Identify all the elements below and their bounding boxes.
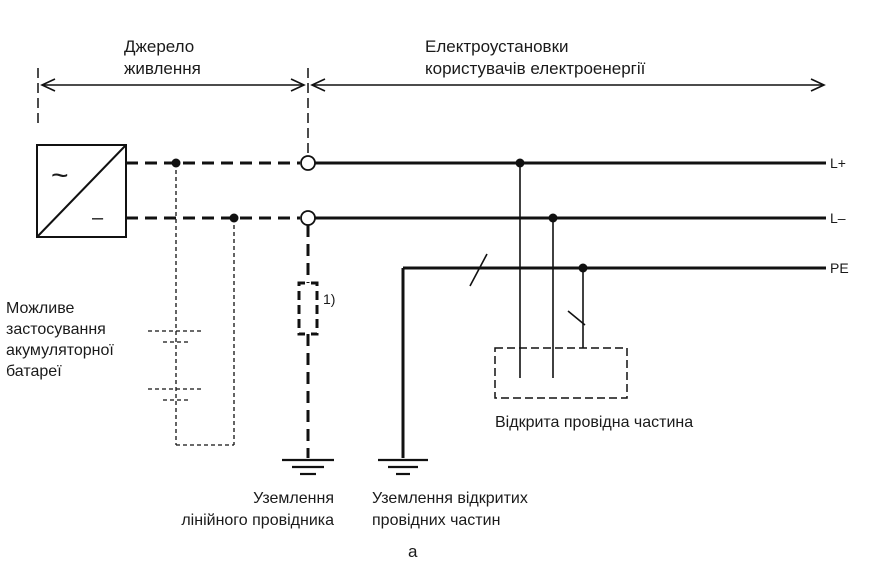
ac-dc-converter: ~ – xyxy=(36,144,127,238)
source-label-line2: живлення xyxy=(124,59,201,78)
battery-note-line2: застосування xyxy=(6,321,106,338)
battery-cell-lower xyxy=(148,388,204,401)
exposed-grounding-label-line1: Уземлення відкритих xyxy=(372,490,528,507)
junction-dot-pe xyxy=(578,263,588,273)
battery-note-line1: Можливе xyxy=(6,300,75,317)
line-grounding-earth-symbol xyxy=(282,458,334,476)
battery-wiring xyxy=(175,163,235,446)
exposed-part-tick xyxy=(567,310,586,326)
ac-symbol: ~ xyxy=(51,159,69,192)
battery-note-line3: акумуляторної xyxy=(6,342,114,359)
footnote-mark: 1) xyxy=(323,291,335,307)
pe-conductor-label: PE xyxy=(830,260,849,276)
junction-dot-positive xyxy=(515,158,525,168)
dc-symbol: – xyxy=(92,207,104,229)
figure-label: а xyxy=(408,542,418,561)
positive-conductor-label: L+ xyxy=(830,155,846,171)
exposed-part-label: Відкрита провідна частина xyxy=(495,414,693,431)
installations-label-line2: користувачів електроенергії xyxy=(425,59,646,78)
line-grounding-label-line1: Уземлення xyxy=(253,490,334,507)
exposed-conductive-part xyxy=(494,347,628,399)
installations-label-line1: Електроустановки xyxy=(425,37,569,56)
pe-conductor-tick xyxy=(469,253,488,287)
negative-terminal xyxy=(300,210,316,226)
exposed-grounding-label-line2: провідних частин xyxy=(372,512,500,529)
battery-cell-upper xyxy=(148,330,204,343)
negative-conductor-label: L– xyxy=(830,210,846,226)
line-grounding-label-line2: лінійного провідника xyxy=(181,512,334,529)
battery-note-line4: батареї xyxy=(6,363,62,380)
junction-dot-negative xyxy=(548,213,558,223)
line-grounding-impedance xyxy=(297,281,319,336)
positive-terminal xyxy=(300,155,316,171)
source-label-line1: Джерело xyxy=(124,37,194,56)
exposed-grounding-earth-symbol xyxy=(378,458,428,476)
